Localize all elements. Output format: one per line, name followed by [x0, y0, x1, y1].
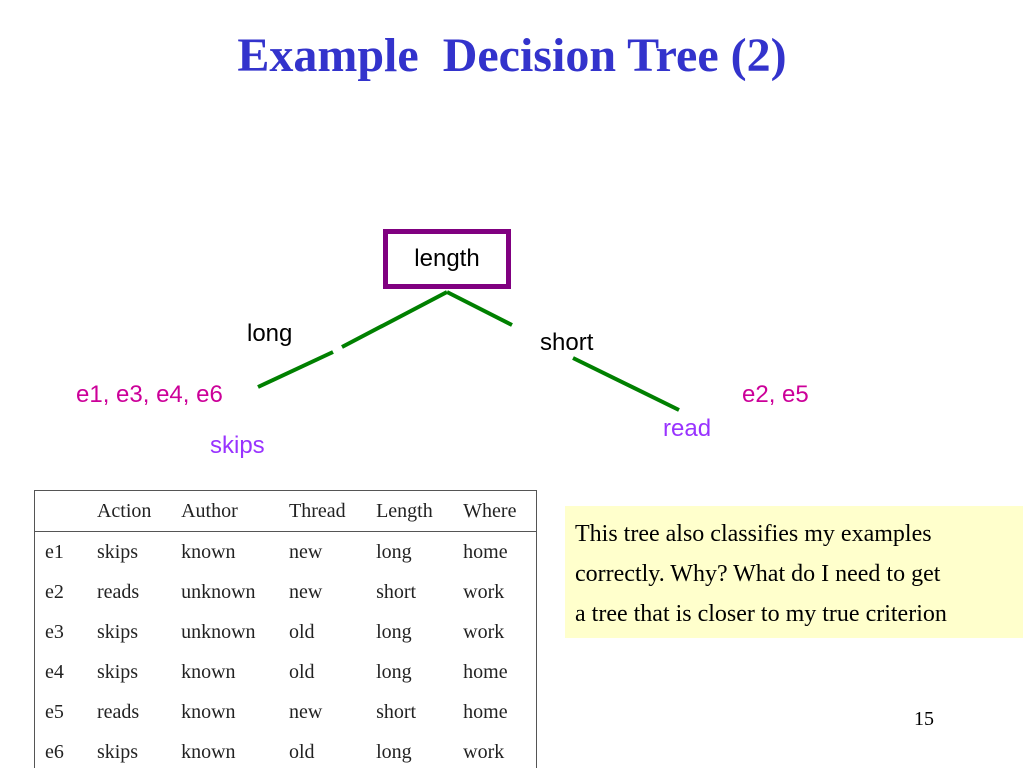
branch-label-short: short: [540, 329, 594, 356]
table-cell: long: [376, 660, 412, 683]
table-row: e1 skips known new long home: [35, 532, 536, 573]
examples-table: Action Author Thread Length Where e1 ski…: [35, 491, 536, 768]
table-cell: new: [288, 580, 323, 603]
table-cell: new: [288, 540, 323, 563]
tree-root-label: length: [414, 245, 480, 272]
table-row: e4 skips known old long home: [35, 652, 536, 692]
table-cell: long: [376, 540, 412, 563]
table-cell: new: [288, 700, 323, 723]
table-row: e3 skips unknown old long work: [35, 612, 536, 652]
note-line: correctly. Why? What do I need to get: [575, 561, 941, 587]
note-line: a tree that is closer to my true criteri…: [575, 601, 947, 627]
table-cell: skips: [96, 540, 139, 563]
leaf-short-class: read: [663, 415, 712, 442]
column-header: [35, 491, 97, 532]
table-cell: e4: [45, 660, 64, 683]
edge-short-lower: [572, 356, 680, 412]
table-cell: unknown: [181, 620, 256, 643]
slide-title: Example Decision Tree (2): [237, 29, 787, 82]
column-header-action: Action: [96, 491, 182, 532]
table-cell: known: [181, 540, 236, 563]
table-cell: skips: [96, 660, 139, 683]
note-line: This tree also classifies my examples: [575, 521, 932, 547]
table-cell: short: [376, 580, 417, 603]
table-cell: skips: [96, 740, 139, 763]
leaf-long-class: skips: [210, 432, 265, 459]
table-cell: known: [181, 660, 236, 683]
table-cell: e1: [45, 540, 64, 563]
examples-table-container: Action Author Thread Length Where e1 ski…: [34, 490, 537, 768]
table-header-row: Action Author Thread Length Where: [35, 491, 536, 532]
edge-short-upper: [446, 290, 513, 327]
table-cell: work: [463, 620, 505, 643]
table-cell: e5: [45, 700, 64, 723]
table-cell: home: [463, 700, 508, 723]
column-header-length: Length: [376, 491, 464, 532]
table-row: e5 reads known new short home: [35, 692, 536, 732]
table-cell: short: [376, 700, 417, 723]
edge-long-upper: [341, 290, 448, 349]
leaf-short-examples: e2, e5: [742, 381, 809, 408]
table-cell: e6: [45, 740, 64, 763]
table-cell: skips: [96, 620, 139, 643]
table-cell: e3: [45, 620, 64, 643]
table-cell: old: [288, 660, 315, 683]
column-header-author: Author: [181, 491, 289, 532]
table-cell: old: [288, 620, 315, 643]
table-cell: known: [181, 700, 236, 723]
edge-long-lower: [257, 350, 334, 389]
tree-root-node: length: [383, 229, 511, 289]
table-cell: reads: [96, 580, 140, 603]
table-cell: long: [376, 740, 412, 763]
table-row: e2 reads unknown new short work: [35, 572, 536, 612]
table-cell: home: [463, 540, 508, 563]
table-cell: work: [463, 580, 505, 603]
column-header-where: Where: [463, 491, 536, 532]
table-cell: old: [288, 740, 315, 763]
note-box: This tree also classifies my examples co…: [565, 506, 1023, 638]
table-cell: known: [181, 740, 236, 763]
column-header-thread: Thread: [288, 491, 377, 532]
table-cell: reads: [96, 700, 140, 723]
table-cell: unknown: [181, 580, 256, 603]
table-cell: long: [376, 620, 412, 643]
leaf-long-examples: e1, e3, e4, e6: [76, 381, 223, 408]
branch-label-long: long: [247, 320, 293, 347]
table-row: e6 skips known old long work: [35, 732, 536, 768]
table-cell: e2: [45, 580, 64, 603]
table-cell: work: [463, 740, 505, 763]
table-cell: home: [463, 660, 508, 683]
page-number: 15: [914, 708, 934, 730]
